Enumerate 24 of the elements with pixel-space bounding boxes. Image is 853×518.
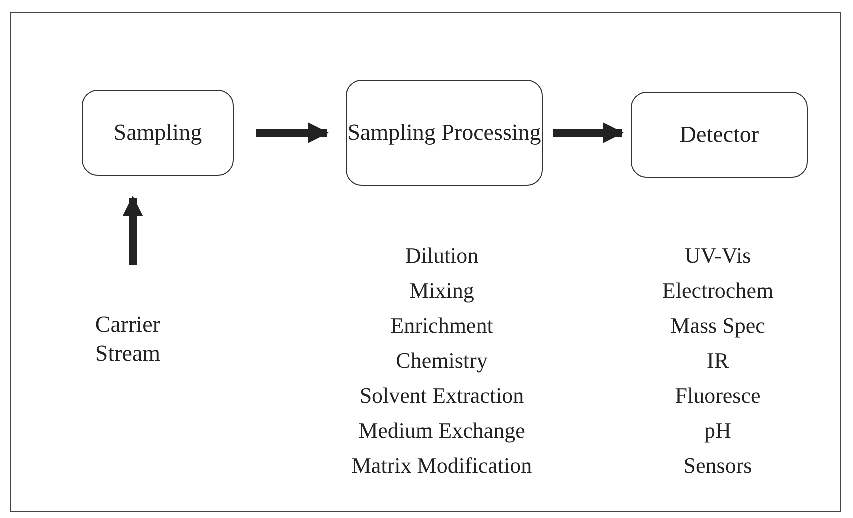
detector-type: Electrochem xyxy=(662,278,774,304)
arrow xyxy=(256,122,330,144)
box-label: Sampling Processing xyxy=(348,118,542,147)
detector-type: pH xyxy=(704,418,732,444)
detector-type: UV-Vis xyxy=(684,243,752,269)
detector-type: Sensors xyxy=(684,453,752,479)
processing-step: Mixing xyxy=(410,278,474,304)
arrow xyxy=(122,196,144,265)
box-label: Sampling xyxy=(114,118,202,147)
processing-step: Matrix Modification xyxy=(352,453,532,479)
detector-type: Mass Spec xyxy=(670,313,766,339)
detector-type: IR xyxy=(707,348,729,374)
input-label: Carrier Stream xyxy=(70,310,186,370)
arrow xyxy=(553,122,624,144)
detector-type: Fluoresce xyxy=(675,383,761,409)
box-label: Detector xyxy=(680,120,760,149)
process-box xyxy=(631,92,808,178)
processing-step: Solvent Extraction xyxy=(360,383,524,409)
processing-step: Chemistry xyxy=(396,348,488,374)
process-box xyxy=(82,90,234,176)
processing-step: Medium Exchange xyxy=(358,418,526,444)
processing-step: Enrichment xyxy=(390,313,494,339)
processing-step: Dilution xyxy=(405,243,479,269)
process-box xyxy=(346,80,543,186)
